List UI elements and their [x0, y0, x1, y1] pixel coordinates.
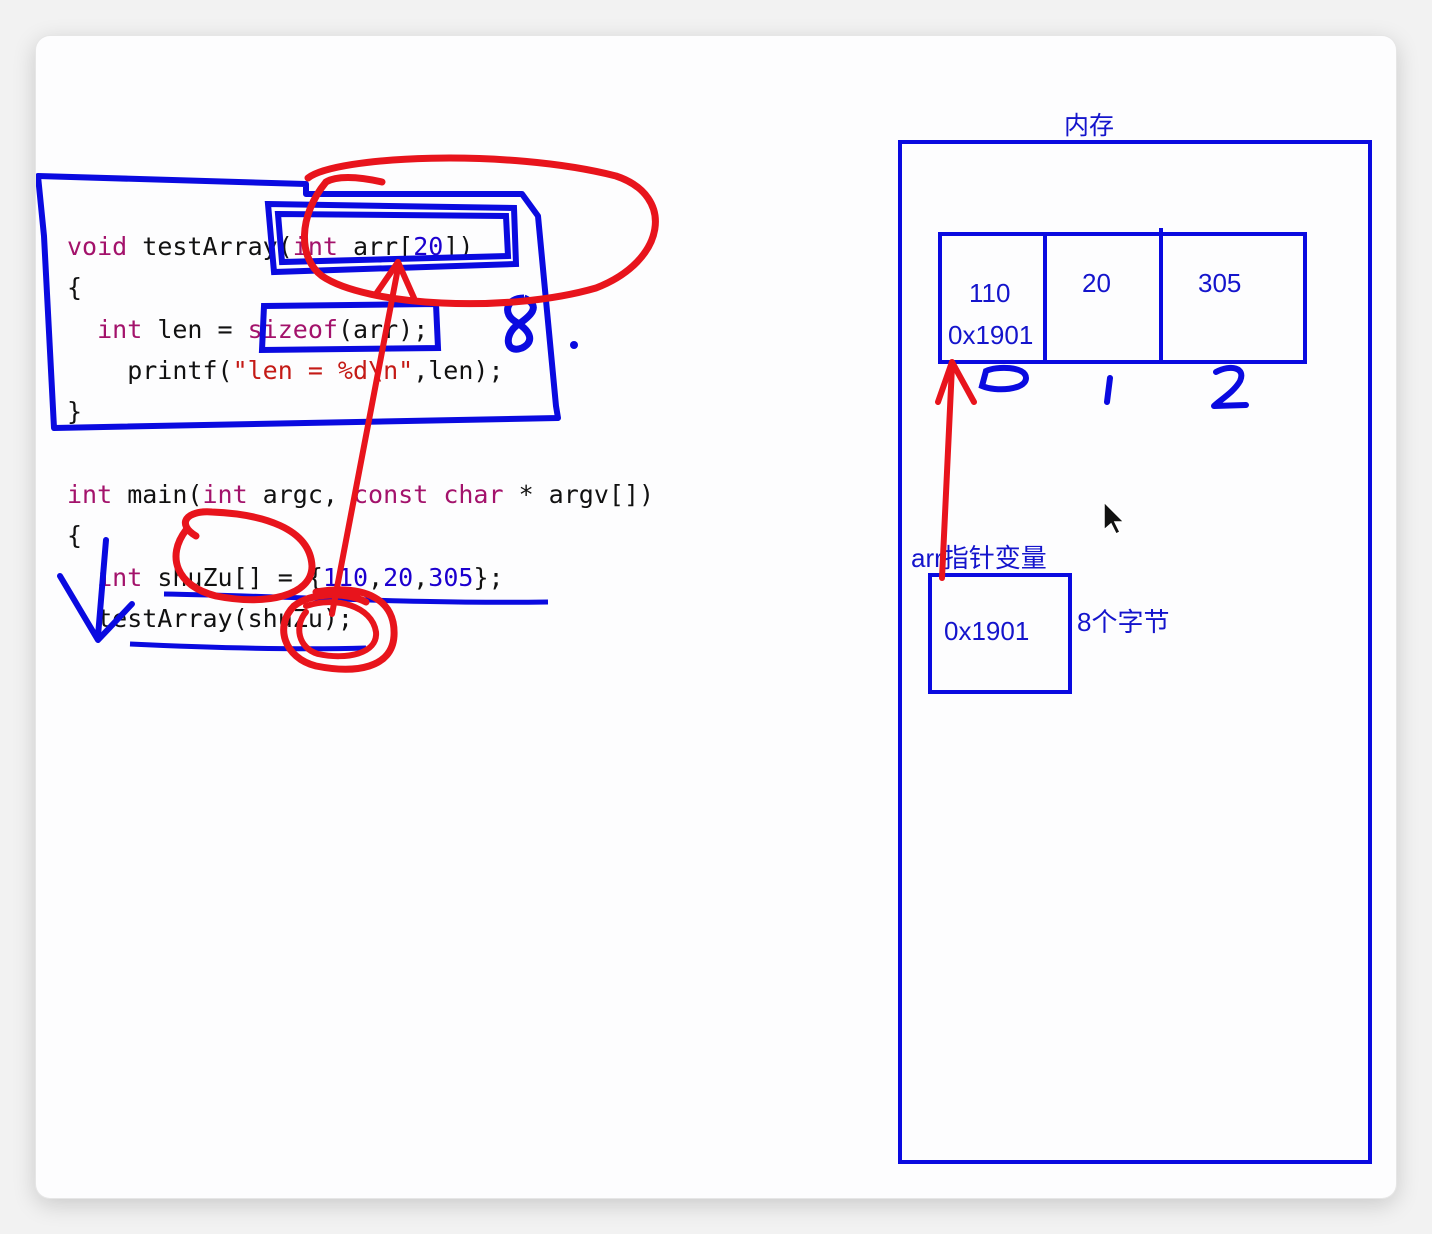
pointer-variable-box — [928, 573, 1072, 694]
sizeof-result-eight — [504, 294, 537, 353]
code-line-len-sizeof: int len = sizeof(arr); — [97, 315, 429, 344]
pointer-to-array-arrow — [939, 363, 955, 581]
code-line-open-brace: { — [67, 273, 83, 302]
argument-red-circle-outer — [280, 586, 398, 673]
index-mark-2 — [1211, 364, 1249, 409]
index-mark-1 — [1104, 375, 1113, 405]
function-scope-box — [36, 173, 561, 431]
code-line-call-testarray: testArray(shuZu); — [67, 604, 353, 633]
execution-arrow-shaft — [95, 537, 109, 639]
argument-to-parameter-arrowhead — [373, 259, 417, 301]
execution-arrow-head — [57, 573, 135, 643]
memory-cell-1-value: 20 — [1082, 268, 1111, 298]
argument-red-circle-inner — [296, 599, 379, 660]
pointer-variable-label: arr指针变量 — [911, 543, 1047, 573]
memory-title: 内存 — [1064, 111, 1115, 140]
pointer-value: 0x1901 — [944, 616, 1030, 646]
call-underline — [129, 641, 367, 652]
sizeof-result-dot — [570, 341, 578, 349]
code-listing: void testArray(int arr[20]) { int len = … — [36, 36, 654, 633]
memory-frame — [898, 140, 1372, 1164]
mouse-cursor-icon — [1103, 500, 1126, 536]
sizeof-highlight-box — [258, 300, 442, 354]
code-line-close-brace: } — [67, 397, 83, 426]
memory-cell-0-address: 0x1901 — [948, 320, 1034, 350]
pointer-to-array-arrowhead — [935, 359, 977, 405]
argument-to-parameter-arrow — [329, 265, 401, 617]
memory-cell-0-value: 110 — [969, 278, 1011, 308]
annotation-overlay — [36, 140, 1372, 1164]
parameter-red-circle — [301, 154, 659, 308]
code-line-main-signature: int main(int argc, const char * argv[]) — [67, 480, 655, 509]
pointer-size-note: 8个字节 — [1077, 607, 1170, 637]
array-red-circle — [172, 508, 316, 604]
index-mark-0 — [978, 364, 1030, 393]
code-line-main-open-brace: { — [67, 521, 83, 550]
slide-canvas: void testArray(int arr[20]) { int len = … — [36, 36, 1396, 1198]
code-line-printf: printf("len = %d\n",len); — [67, 356, 504, 385]
array-cells-box — [938, 232, 1307, 364]
memory-cell-2-value: 305 — [1198, 268, 1242, 298]
parameter-highlight-box — [264, 200, 520, 276]
